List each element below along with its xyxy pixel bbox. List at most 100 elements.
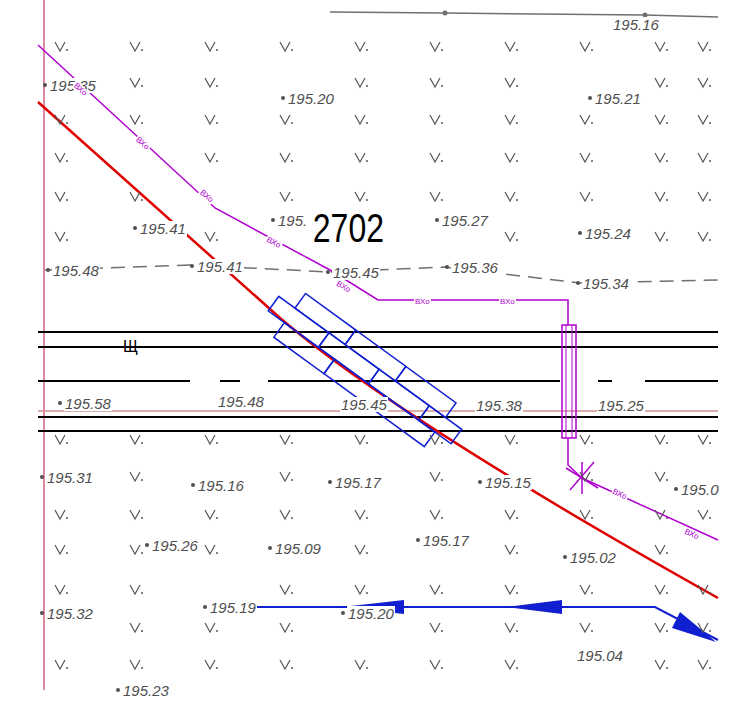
flow-arrow (505, 600, 562, 614)
meadow-symbol (580, 192, 590, 201)
survey-point (435, 218, 439, 222)
meadow-symbol (216, 552, 218, 554)
survey-point (271, 218, 275, 222)
meadow-symbol (216, 49, 218, 51)
meadow-symbol (130, 545, 140, 554)
meadow-symbol (516, 160, 518, 162)
meadow-symbol (666, 199, 668, 201)
meadow-symbol (698, 115, 708, 124)
meadow-symbol (580, 115, 590, 124)
meadow-symbol (580, 623, 590, 632)
meadow-symbol (441, 442, 443, 444)
meadow-symbol (355, 78, 365, 87)
meadow-symbol (216, 239, 218, 241)
meadow-symbol (655, 623, 665, 632)
meadow-symbol (441, 630, 443, 632)
meadow-symbol (441, 85, 443, 87)
meadow-symbol (441, 667, 443, 669)
meadow-symbol (666, 122, 668, 124)
meadow-symbol (580, 510, 590, 519)
meadow-symbol (366, 517, 368, 519)
meadow-symbol (709, 122, 711, 124)
meadow-symbol (698, 623, 708, 632)
meadow-symbol (591, 479, 593, 481)
meadow-symbol (666, 479, 668, 481)
meadow-symbol (441, 199, 443, 201)
meadow-symbol (516, 517, 518, 519)
meadow-symbol (441, 479, 443, 481)
meadow-symbol (205, 623, 215, 632)
meadow-symbol (66, 552, 68, 554)
elevation-label: 195.16 (612, 17, 660, 32)
meadow-symbol (655, 115, 665, 124)
meadow-symbol (66, 199, 68, 201)
meadow-symbol (430, 42, 440, 51)
meadow-symbol (709, 49, 711, 51)
meadow-symbol (355, 435, 365, 444)
meadow-symbol (291, 667, 293, 669)
meadow-symbol (280, 472, 290, 481)
meadow-symbol (655, 42, 665, 51)
pipe-label: ВХо (197, 188, 215, 205)
elevation-label: 195.21 (594, 91, 642, 106)
pipe-label: ВХо (610, 487, 629, 501)
road-edge (38, 331, 718, 333)
meadow-symbol (666, 667, 668, 669)
meadow-symbol (55, 585, 65, 594)
pipe-label: ВХо (414, 298, 431, 306)
road-axis (38, 380, 718, 382)
meadow-symbol (666, 517, 668, 519)
meadow-symbol (516, 199, 518, 201)
meadow-symbol (655, 545, 665, 554)
meadow-symbol (291, 630, 293, 632)
meadow-symbol (505, 78, 515, 87)
meadow-symbol (698, 192, 708, 201)
culvert-slabs (258, 282, 473, 459)
elevation-label: 195.20 (287, 91, 335, 106)
survey-point (191, 483, 195, 487)
survey-point (43, 83, 47, 87)
meadow-symbol (441, 592, 443, 594)
meadow-symbol (666, 160, 668, 162)
meadow-symbol (516, 49, 518, 51)
meadow-symbol (216, 667, 218, 669)
meadow-symbol (516, 630, 518, 632)
elevation-label: 195.15 (484, 475, 532, 490)
meadow-symbol (216, 160, 218, 162)
meadow-symbol (505, 192, 515, 201)
elevation-label: 195.0 (680, 482, 720, 497)
meadow-symbol (205, 435, 215, 444)
meadow-symbol (366, 592, 368, 594)
meadow-symbol (430, 472, 440, 481)
meadow-symbol (709, 667, 711, 669)
meadow-symbol (141, 667, 143, 669)
meadow-symbol (55, 232, 65, 241)
meadow-symbol (355, 660, 365, 669)
meadow-symbol (141, 479, 143, 481)
meadow-symbol (66, 239, 68, 241)
meadow-symbol (516, 552, 518, 554)
meadow-symbol (130, 78, 140, 87)
meadow-symbol (205, 42, 215, 51)
meadow-symbol (55, 435, 65, 444)
meadow-symbol (366, 552, 368, 554)
meadow-symbol (130, 42, 140, 51)
meadow-symbol (280, 42, 290, 51)
survey-point (58, 401, 62, 405)
meadow-symbol (430, 435, 440, 444)
meadow-symbol (709, 630, 711, 632)
road-edge (38, 430, 718, 432)
meadow-symbol (130, 585, 140, 594)
elevation-label: 195.17 (422, 533, 470, 548)
meadow-symbol (505, 545, 515, 554)
elevation-label: 195.23 (122, 683, 170, 698)
elevation-label: 195.36 (451, 260, 499, 275)
meadow-symbol (355, 42, 365, 51)
meadow-symbol (430, 623, 440, 632)
survey-point (328, 480, 332, 484)
meadow-symbol (216, 442, 218, 444)
elevation-label: 195.19 (209, 600, 257, 615)
meadow-symbol (698, 585, 708, 594)
meadow-symbol (698, 153, 708, 162)
